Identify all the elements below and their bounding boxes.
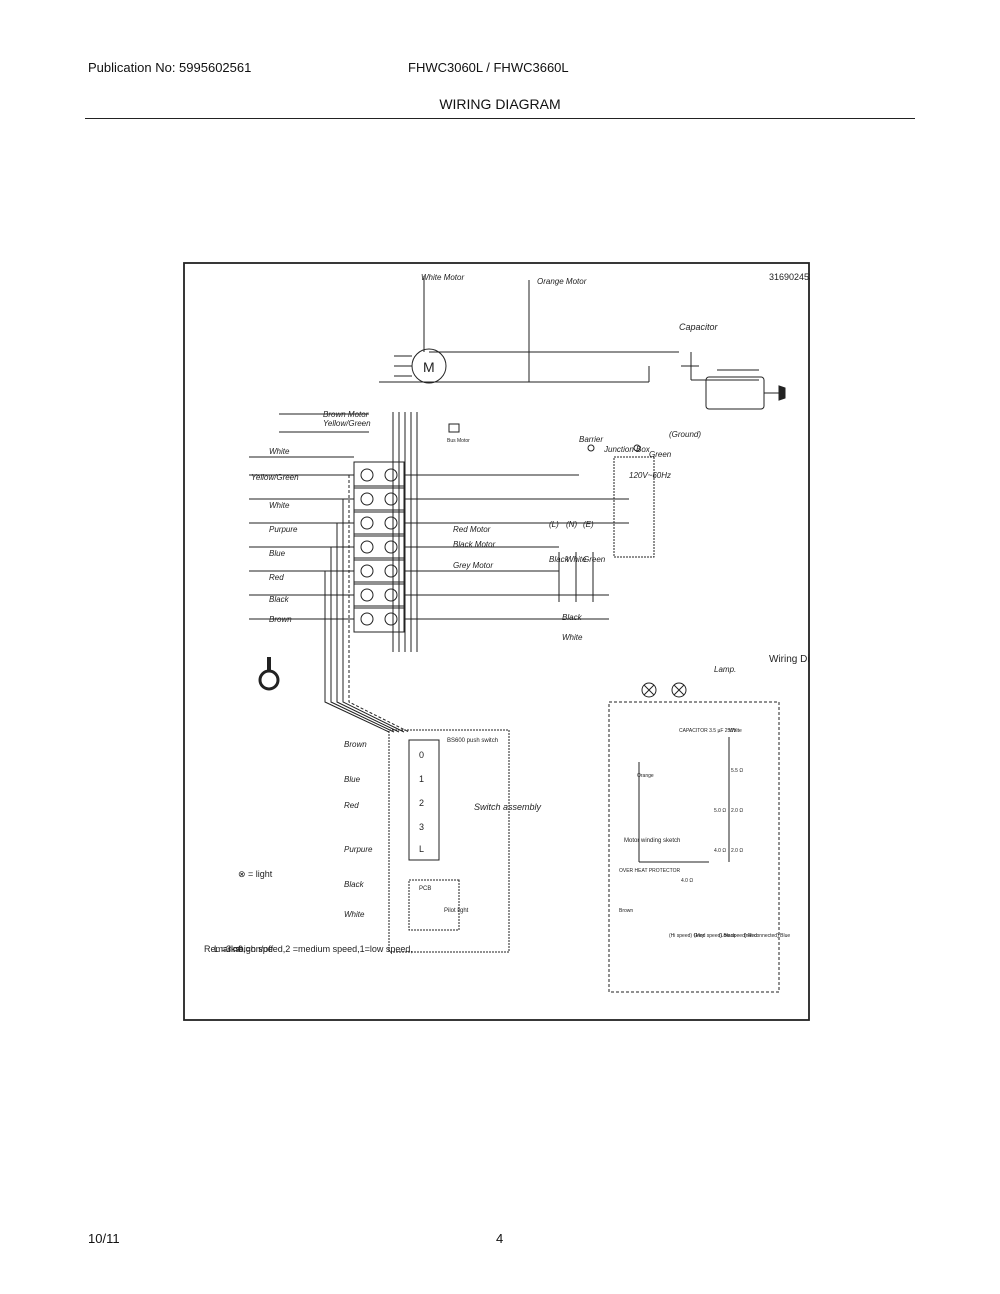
remarks-line-2: 3 =high speed,2 =medium speed,1=low spee… xyxy=(226,944,413,954)
switch-wire-purpure: Purpure xyxy=(344,845,373,854)
voltage-label: 120V~60Hz xyxy=(629,471,671,480)
motor-winding-inset xyxy=(608,701,780,993)
supply-green: Green xyxy=(583,555,606,564)
inset-wire-white: White xyxy=(729,728,742,734)
pcb-box xyxy=(408,879,460,931)
switch-wire-white: White xyxy=(344,910,365,919)
inset-res-4: 2.0 Ω xyxy=(731,848,743,854)
left-wire-brown: Brown xyxy=(269,615,292,624)
switch-terminal-strip xyxy=(408,739,440,861)
supply-term-l: (L) xyxy=(549,520,559,529)
switch-terminal-0: 0 xyxy=(419,750,424,760)
lamp-wire-white: White xyxy=(562,633,583,642)
inset-capacitor: CAPACITOR 3.5 µF 250V xyxy=(679,728,737,734)
capacitor-label: Capacitor xyxy=(679,322,719,332)
inset-wire-orange: Orange xyxy=(637,773,654,779)
header-divider xyxy=(85,118,915,119)
inset-speed-low: (Low speed) Red xyxy=(719,933,757,939)
junction-box-label: Junction Box xyxy=(603,445,651,454)
switch-terminal-l: L xyxy=(419,844,424,854)
motor-wire-grey: Grey Motor xyxy=(453,561,493,570)
label-white-motor: White Motor xyxy=(421,273,464,282)
ground-label: (Ground) xyxy=(669,430,701,439)
capacitor xyxy=(705,376,765,410)
terminal-block xyxy=(353,461,405,633)
switch-wire-brown: Brown xyxy=(344,740,367,749)
left-wire-white-2: White xyxy=(269,501,290,510)
diagram-frame xyxy=(183,262,810,1021)
motor-wire-black: Black Motor xyxy=(453,540,496,549)
lamp-label: Lamp. xyxy=(714,665,736,674)
motor-wire-red: Red Motor xyxy=(453,525,491,534)
publication-number: Publication No: 5995602561 xyxy=(88,60,252,75)
switch-wire-red: Red xyxy=(344,801,359,810)
supply-term-e: (E) xyxy=(583,520,594,529)
inset-res-5: 4.0 Ω xyxy=(681,878,693,884)
inset-protector: OVER HEAT PROTECTOR xyxy=(619,868,681,874)
part-number: 316902453 xyxy=(769,272,810,282)
ground-key-icon xyxy=(258,657,280,691)
switch-terminal-1: 1 xyxy=(419,774,424,784)
left-wire-yellow-green: Yellow/Green xyxy=(251,473,299,482)
remarks-line-1: L = line, xyxy=(214,944,245,954)
junction-box xyxy=(613,456,655,558)
remarks-title: Remarks: xyxy=(204,944,243,954)
switch-assembly-box xyxy=(388,729,510,953)
inset-speed-hi: (Hi speed) Grey xyxy=(669,933,705,939)
switch-terminal-2: 2 xyxy=(419,798,424,808)
left-wire-white: White xyxy=(269,447,290,456)
switch-wire-blue: Blue xyxy=(344,775,361,784)
inset-res-1: 2.0 Ω xyxy=(731,808,743,814)
junction-terminal-2 xyxy=(633,444,641,452)
switch-terminal-3: 3 xyxy=(419,822,424,832)
ground-green-label: Green xyxy=(649,450,672,459)
inset-wire-brown: Brown xyxy=(619,908,633,914)
inset-title: Motor winding sketch xyxy=(624,838,680,844)
model-numbers: FHWC3060L / FHWC3660L xyxy=(408,60,569,75)
motor-label: M xyxy=(423,359,435,375)
pcb-label: PCB xyxy=(419,886,431,892)
supply-term-n: (N) xyxy=(566,520,577,529)
remarks-line-4: ⊗ = light xyxy=(238,869,273,879)
remarks-line-3: 0 =on/off xyxy=(238,944,274,954)
left-wire-black: Black xyxy=(269,595,290,604)
label-orange-motor: Orange Motor xyxy=(537,277,587,286)
lamp-1 xyxy=(641,682,657,698)
inset-res-3: 4.0 Ω xyxy=(714,848,726,854)
inset-speed-nc: (not connected) Blue xyxy=(744,933,790,939)
wiring-diagram: M White Motor Orange Motor Capacitor 316… xyxy=(183,262,810,1021)
diagram-title: Wiring Diagram FHW C30/3660LSA ,FHW C30/… xyxy=(769,654,810,665)
left-wire-purpure: Purpure xyxy=(269,525,298,534)
footer-date: 10/11 xyxy=(88,1231,120,1246)
pilot-light-label: Pilot light xyxy=(444,908,469,914)
switch-wire-black: Black xyxy=(344,880,365,889)
page-title: WIRING DIAGRAM xyxy=(439,96,561,112)
switch-caption: Switch assembly xyxy=(474,802,542,812)
page-number: 4 xyxy=(496,1231,504,1246)
left-wire-blue: Blue xyxy=(269,549,286,558)
label-yellow-green: Yellow/Green xyxy=(323,419,371,428)
lamp-wire-black: Black xyxy=(562,613,583,622)
inset-speed-med: (Med speed) Black xyxy=(694,933,736,939)
switch-type: BS600 push switch xyxy=(447,738,498,744)
junction-terminal xyxy=(587,444,595,452)
inset-res-2: 5.5 Ω xyxy=(731,768,743,774)
left-wire-red: Red xyxy=(269,573,284,582)
barrier-label: Barrier xyxy=(579,435,603,444)
label-bus-motor: Bus Motor xyxy=(447,438,470,444)
motor-bundle xyxy=(392,412,418,652)
inset-res-0: 5.0 Ω xyxy=(714,808,726,814)
lamp-2 xyxy=(671,682,687,698)
